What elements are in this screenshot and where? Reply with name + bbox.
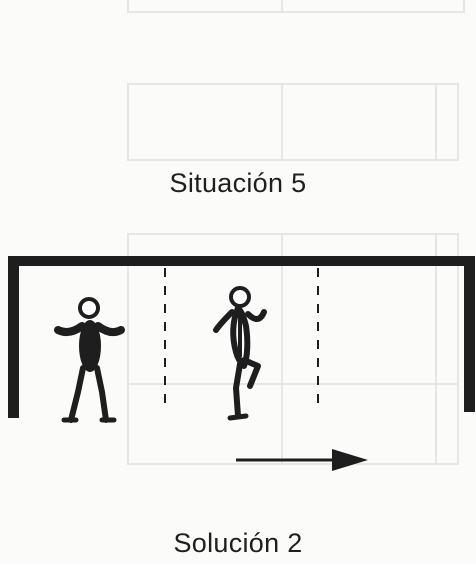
ghost-rect-upper — [127, 83, 459, 161]
player-left-torso — [79, 320, 101, 372]
player-right-leg-raised — [241, 357, 261, 389]
player-right-arm-left — [213, 309, 235, 333]
player-left-leg-left — [68, 365, 86, 423]
top-bar — [8, 256, 474, 266]
left-wall — [8, 256, 19, 418]
player-right-foot — [227, 413, 249, 421]
right-wall — [464, 256, 475, 412]
player-right-arm-right — [245, 309, 267, 322]
solution-caption: Solución 2 — [173, 528, 303, 558]
direction-arrow — [236, 449, 368, 471]
player-left-head — [78, 297, 100, 319]
ghost-rect-lower — [127, 233, 459, 465]
player-left-figure — [54, 297, 125, 423]
player-left-arm-right — [94, 322, 125, 337]
player-left-arm-left — [54, 322, 86, 337]
ghost-rect-top — [127, 0, 465, 13]
ghost-grid — [127, 0, 465, 465]
player-right-head — [229, 286, 251, 308]
arrow-head — [332, 449, 368, 471]
player-left-leg-right — [94, 365, 109, 423]
field-frame — [8, 256, 475, 418]
situation-caption: Situación 5 — [169, 168, 307, 198]
zone-lines — [164, 268, 319, 412]
player-right-leg-standing — [233, 361, 243, 419]
player-right-figure — [213, 286, 267, 421]
